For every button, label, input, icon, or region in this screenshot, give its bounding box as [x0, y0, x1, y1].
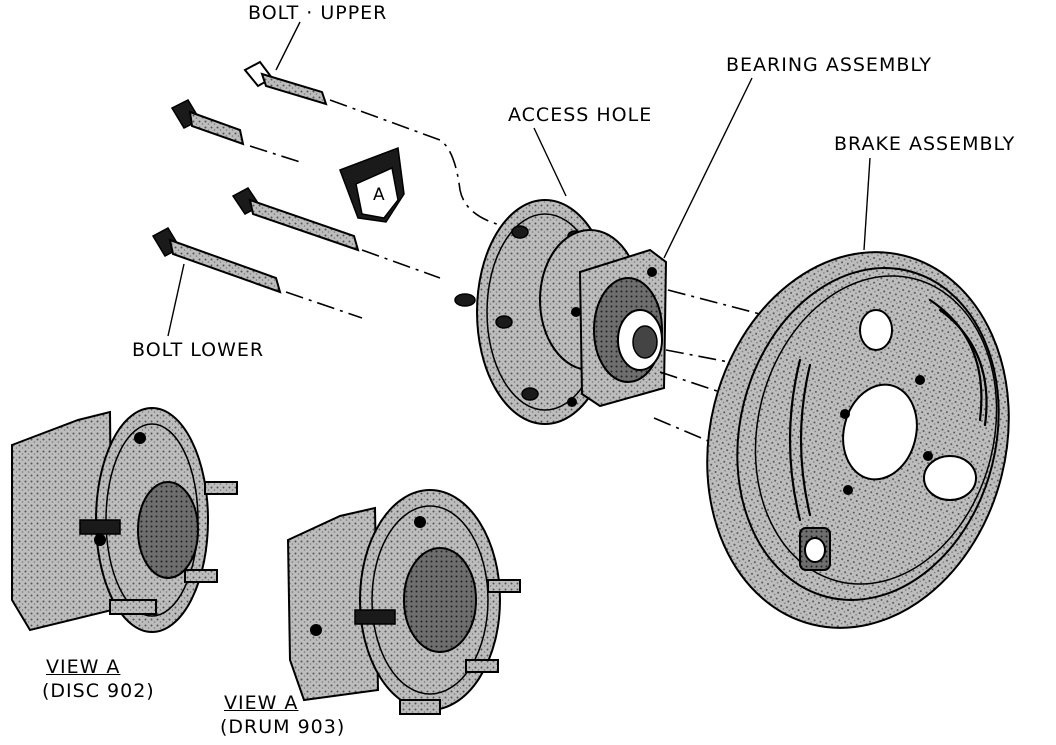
brake-assembly: [706, 251, 1010, 629]
bolt-lower: [151, 227, 282, 294]
bolt-3: [231, 187, 360, 252]
label-view-a-disc-sub: (DISC 902): [42, 680, 155, 702]
label-bolt-upper: BOLT · UPPER: [248, 2, 388, 24]
label-brake-assembly: BRAKE ASSEMBLY: [834, 133, 1016, 155]
hub-bearing-assembly: [454, 199, 668, 425]
label-view-a-drum-sub: (DRUM 903): [220, 716, 346, 738]
label-bolt-lower: BOLT LOWER: [132, 339, 265, 361]
label-access-hole: ACCESS HOLE: [508, 104, 653, 126]
view-a-disc-hub: [11, 407, 238, 633]
bolt-upper: [243, 60, 328, 106]
view-a-drum-hub: [286, 489, 521, 715]
view-a-marker: [339, 146, 405, 223]
leader-lines: [167, 21, 871, 337]
bolt-2: [170, 99, 245, 146]
label-view-a-drum-title: VIEW A: [224, 692, 299, 714]
label-view-a-marker: A: [373, 185, 385, 205]
bolt-centerlines: [249, 99, 501, 319]
label-bearing-assembly: BEARING ASSEMBLY: [726, 54, 933, 76]
label-view-a-disc-title: VIEW A: [46, 656, 121, 678]
